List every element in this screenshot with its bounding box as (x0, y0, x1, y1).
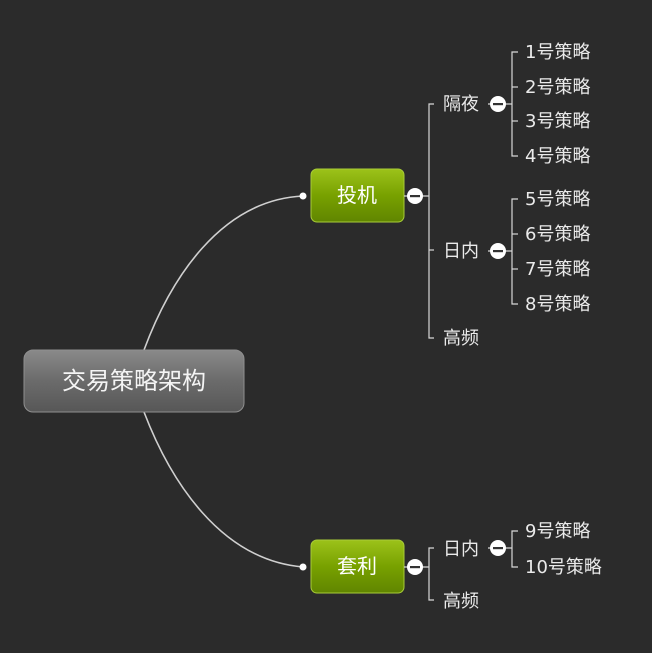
subnode-label[interactable]: 高频 (443, 591, 479, 612)
leaf-strategy-1[interactable]: 1号策略 (525, 42, 590, 63)
connector-root-arbitrage (143, 411, 304, 568)
leaf-strategy-6[interactable]: 6号策略 (525, 224, 590, 245)
subnode-label[interactable]: 隔夜 (443, 94, 479, 115)
subnode-label[interactable]: 日内 (443, 539, 479, 560)
collapse-overnight-button[interactable] (490, 96, 506, 112)
leaf-strategy-10[interactable]: 10号策略 (525, 557, 602, 578)
collapse-arb-intraday-button[interactable] (490, 540, 506, 556)
branch-node-arbitrage[interactable]: 套利 (310, 539, 405, 594)
branch-label-speculation: 投机 (337, 183, 377, 207)
root-node[interactable]: 交易策略架构 (23, 349, 245, 413)
subnode-label[interactable]: 日内 (443, 241, 479, 262)
leaf-strategy-2[interactable]: 2号策略 (525, 77, 590, 98)
leaf-strategy-9[interactable]: 9号策略 (525, 521, 590, 542)
leaf-strategy-7[interactable]: 7号策略 (525, 259, 590, 280)
subnode-label[interactable]: 高频 (443, 328, 479, 349)
collapse-intraday-button[interactable] (490, 243, 506, 259)
branch-arbitrage: 套利 日内 9号策略 10号策略 高频 (299, 521, 602, 612)
collapse-arbitrage-button[interactable] (407, 559, 423, 575)
branch-speculation: 投机 隔夜 1号策略 2号策略 3号策略 4号策略 日内 (299, 42, 590, 349)
branch-label-arbitrage: 套利 (337, 554, 377, 578)
leaf-strategy-4[interactable]: 4号策略 (525, 146, 590, 167)
connector-root-speculation (143, 195, 304, 351)
dot-icon (299, 192, 307, 200)
collapse-speculation-button[interactable] (407, 188, 423, 204)
dot-icon (299, 563, 307, 571)
leaf-strategy-8[interactable]: 8号策略 (525, 294, 590, 315)
leaf-strategy-3[interactable]: 3号策略 (525, 111, 590, 132)
root-label: 交易策略架构 (62, 367, 206, 395)
leaf-strategy-5[interactable]: 5号策略 (525, 189, 590, 210)
branch-node-speculation[interactable]: 投机 (310, 168, 405, 223)
